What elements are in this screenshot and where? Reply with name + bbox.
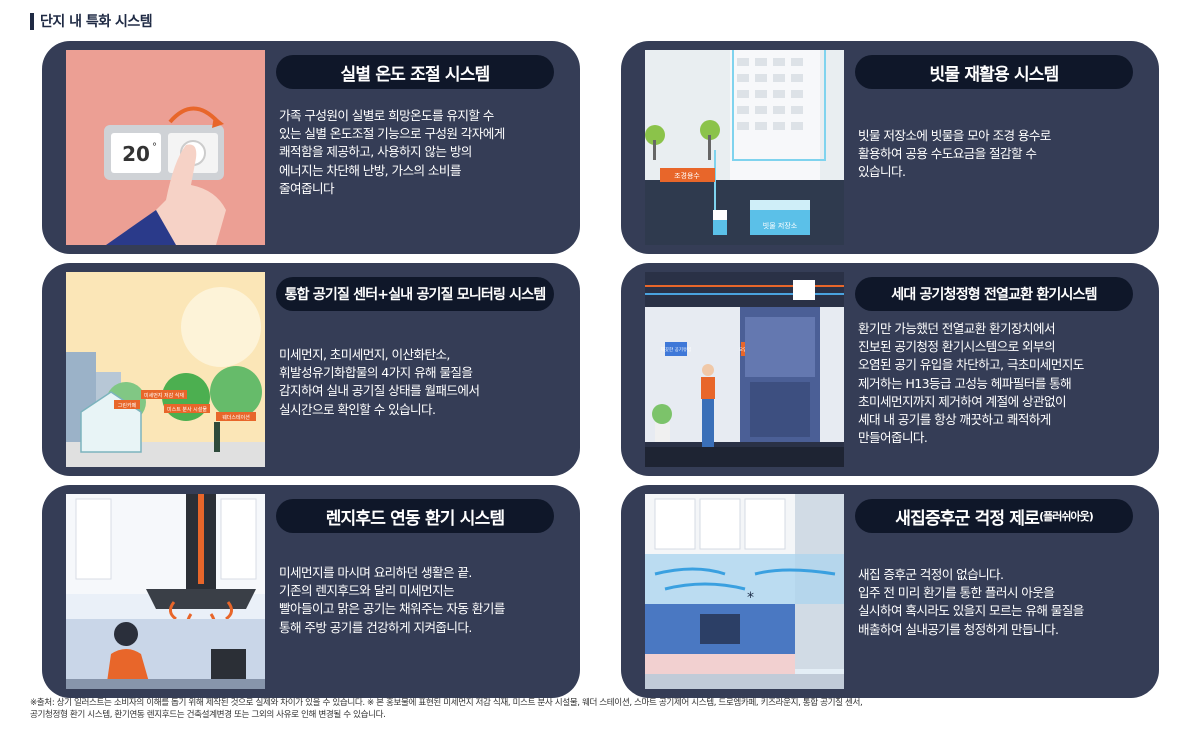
card-title: 통합 공기질 센터+실내 공기질 모니터링 시스템 xyxy=(276,277,554,311)
card-title-text: 새집증후군 걱정 제로 xyxy=(895,508,1040,529)
card-room-temperature: 20 ° 실별 온도 조절 시스템 가족 구성원이 실별로 희망온도를 유지할 … xyxy=(42,41,580,254)
card-title: 실별 온도 조절 시스템 xyxy=(276,55,554,89)
card-title-suffix: (플러쉬아웃) xyxy=(1039,510,1094,523)
svg-text:*: * xyxy=(747,590,754,606)
range-hood-illustration xyxy=(66,494,265,689)
tag-mist-facility: 미스트 분사 시설물 xyxy=(167,406,207,413)
tag-dust-planting: 미세먼지 저감 식재 xyxy=(144,392,184,399)
card-title: 렌지후드 연동 환기 시스템 xyxy=(276,499,554,533)
flush-out-illustration: * xyxy=(645,494,844,689)
card-description: 환기만 가능했던 전열교환 환기장치에서 진보된 공기청정 환기시스템으로 외부… xyxy=(858,321,1084,446)
card-description: 미세먼지, 초미세먼지, 이산화탄소, 휘발성유기화합물의 4가지 유해 물질을… xyxy=(279,347,480,417)
rain-storage-label: 빗물 저장소 xyxy=(763,221,798,230)
header-bar xyxy=(30,12,34,30)
card-rainwater-recycling: 조경용수 빗물 저장소 빗물 재활용 시스템 빗물 저장소에 빗물을 모아 조경… xyxy=(621,41,1159,254)
card-range-hood-ventilation: 렌지후드 연동 환기 시스템 미세먼지를 마시며 요리하던 생활은 끝. 기존의… xyxy=(42,485,580,698)
rainwater-illustration: 조경용수 빗물 저장소 xyxy=(645,50,844,245)
card-title: 세대 공기청정형 전열교환 환기시스템 xyxy=(855,277,1133,311)
ventilation-illustration: 깨끗한 공기유입 오염 공기배출 xyxy=(645,272,844,467)
card-title: 빗물 재활용 시스템 xyxy=(855,55,1133,89)
card-air-quality-monitoring: 미세먼지 저감 식재 그린카페 미스트 분사 시설물 웨더스테이션 통합 공기질… xyxy=(42,263,580,476)
card-ventilation-system: 깨끗한 공기유입 오염 공기배출 세대 공기청정형 전열교환 환기시스템 환기만… xyxy=(621,263,1159,476)
landscape-water-label: 조경용수 xyxy=(674,171,700,180)
card-description: 가족 구성원이 실별로 희망온도를 유지할 수 있는 실별 온도조절 기능으로 … xyxy=(279,108,505,196)
degree-symbol: ° xyxy=(152,142,157,153)
section-header: 단지 내 특화 시스템 xyxy=(30,11,153,31)
card-description: 새집 증후군 걱정이 없습니다. 입주 전 미리 환기를 통한 플러시 아웃을 … xyxy=(858,567,1084,637)
card-description: 빗물 저장소에 빗물을 모아 조경 용수로 활용하여 공용 수도요금을 절감할 … xyxy=(858,128,1051,180)
card-description: 미세먼지를 마시며 요리하던 생활은 끝. 기존의 렌지후드와 달리 미세먼지는… xyxy=(279,565,505,635)
card-flush-out: * 새집증후군 걱정 제로(플러쉬아웃) 새집 증후군 걱정이 없습니다. 입주… xyxy=(621,485,1159,698)
card-title: 새집증후군 걱정 제로(플러쉬아웃) xyxy=(855,499,1133,533)
tag-weather-station: 웨더스테이션 xyxy=(222,414,250,421)
air-quality-illustration: 미세먼지 저감 식재 그린카페 미스트 분사 시설물 웨더스테이션 xyxy=(66,272,265,467)
clean-air-label: 깨끗한 공기유입 xyxy=(661,346,691,353)
thermostat-illustration: 20 ° xyxy=(66,50,265,245)
tag-green-cafe: 그린카페 xyxy=(118,402,137,409)
temperature-readout: 20 xyxy=(122,142,150,166)
footnote: ※출처: 상기 일러스트는 소비자의 이해를 돕기 위해 제작된 것으로 실제와… xyxy=(30,698,863,720)
page-title: 단지 내 특화 시스템 xyxy=(40,14,153,30)
